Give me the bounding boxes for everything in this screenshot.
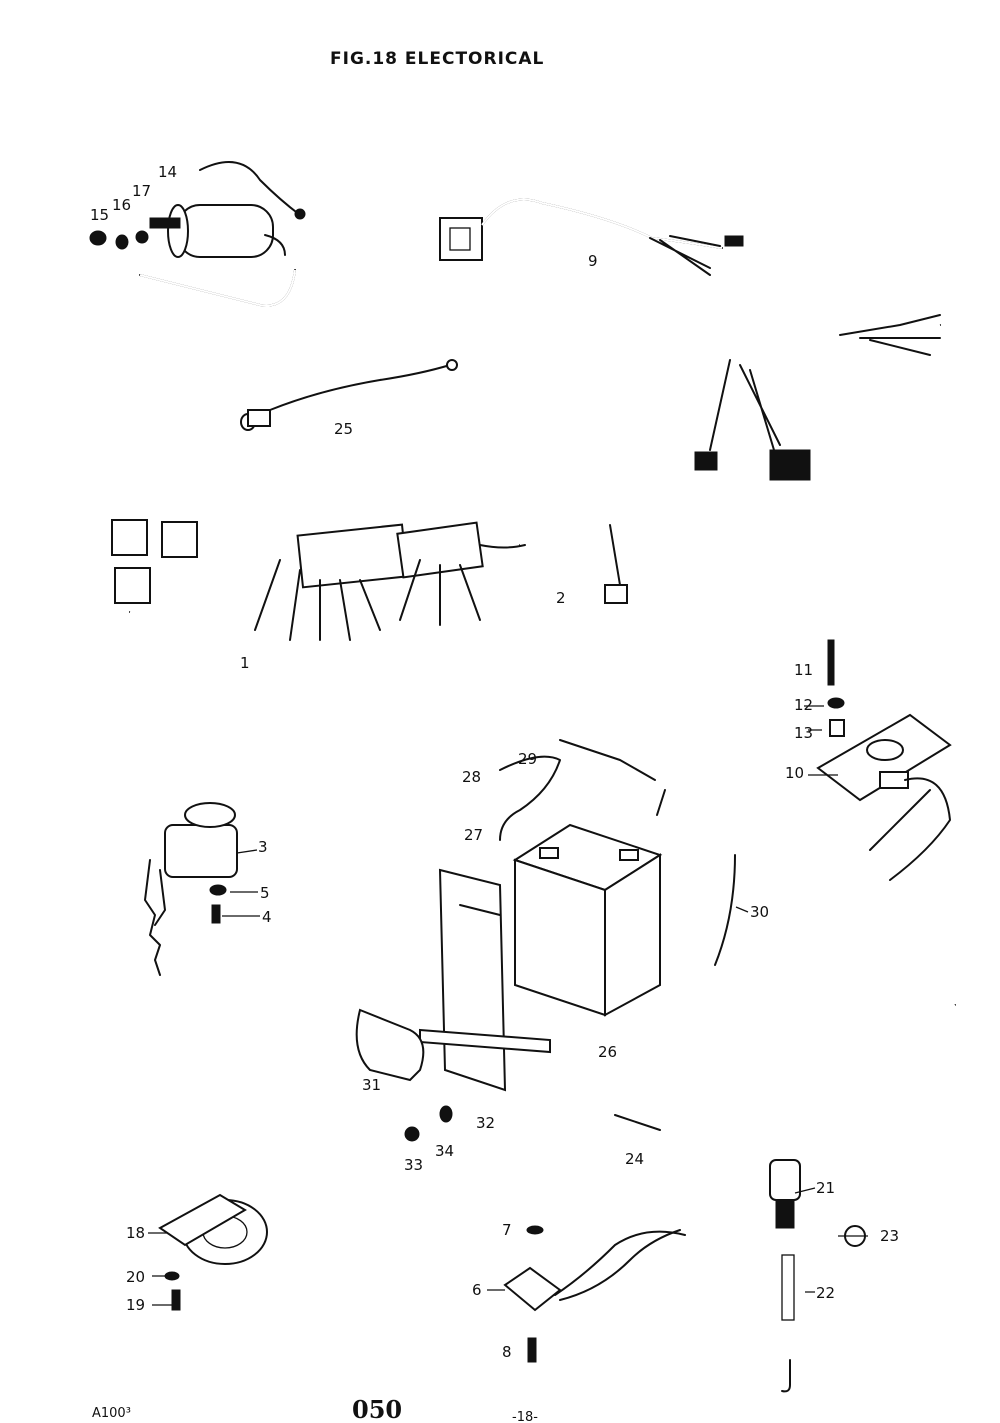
callout-10: 10 (785, 764, 804, 782)
coil-screw-washer-set (89, 230, 149, 250)
callout-33: 33 (404, 1156, 423, 1174)
callout-32: 32 (476, 1114, 495, 1132)
wire-harness-connector (439, 198, 744, 276)
holder-bolts (404, 1105, 661, 1142)
callout-17: 17 (132, 182, 151, 200)
callout-3: 3 (258, 838, 268, 856)
callout-15: 15 (90, 206, 109, 224)
callout-21: 21 (816, 1179, 835, 1197)
footer-number: 050 (352, 1395, 402, 1423)
battery-cover (355, 1008, 425, 1082)
page-number: -18- (512, 1410, 538, 1423)
callout-8: 8 (502, 1343, 512, 1361)
callout-labels: 1 2 3 4 5 6 7 8 9 10 11 12 13 14 15 16 1… (90, 163, 899, 1361)
callout-13: 13 (794, 724, 813, 742)
callout-27: 27 (464, 826, 483, 844)
figure-title: FIG.18 ELECTORICAL (330, 49, 544, 69)
callout-23: 23 (880, 1227, 899, 1245)
breather-hose (714, 854, 736, 966)
lead-wire (240, 359, 458, 431)
ignition-switch (144, 802, 238, 976)
brake-light-switch (503, 1225, 686, 1363)
callout-2: 2 (556, 589, 566, 607)
callout-16: 16 (112, 196, 131, 214)
leader-lines (148, 705, 868, 1306)
battery-holder (419, 739, 666, 1092)
horn (158, 1193, 268, 1311)
callout-14: 14 (158, 163, 177, 181)
callout-31: 31 (362, 1076, 381, 1094)
callout-34: 34 (435, 1142, 454, 1160)
callout-29: 29 (518, 750, 537, 768)
ignition-coil (139, 161, 306, 307)
callout-18: 18 (126, 1224, 145, 1242)
switch-screw-washer (209, 884, 227, 924)
voltage-regulator (816, 639, 952, 881)
callout-5: 5 (260, 884, 270, 902)
callout-11: 11 (794, 661, 813, 679)
callout-22: 22 (816, 1284, 835, 1302)
callout-7: 7 (502, 1221, 512, 1239)
callout-4: 4 (262, 908, 272, 926)
callout-20: 20 (126, 1268, 145, 1286)
neutral-switch (769, 1003, 956, 1393)
callout-6: 6 (472, 1281, 482, 1299)
footer-code: A100³ (92, 1406, 131, 1421)
main-wiring-harness (111, 314, 941, 641)
callout-30: 30 (750, 903, 769, 921)
callout-19: 19 (126, 1296, 145, 1314)
callout-26: 26 (598, 1043, 617, 1061)
callout-24: 24 (625, 1150, 644, 1168)
battery (512, 823, 663, 1017)
callout-12: 12 (794, 696, 813, 714)
callout-25: 25 (334, 420, 353, 438)
callout-1: 1 (240, 654, 250, 672)
callout-9: 9 (588, 252, 598, 270)
callout-28: 28 (462, 768, 481, 786)
